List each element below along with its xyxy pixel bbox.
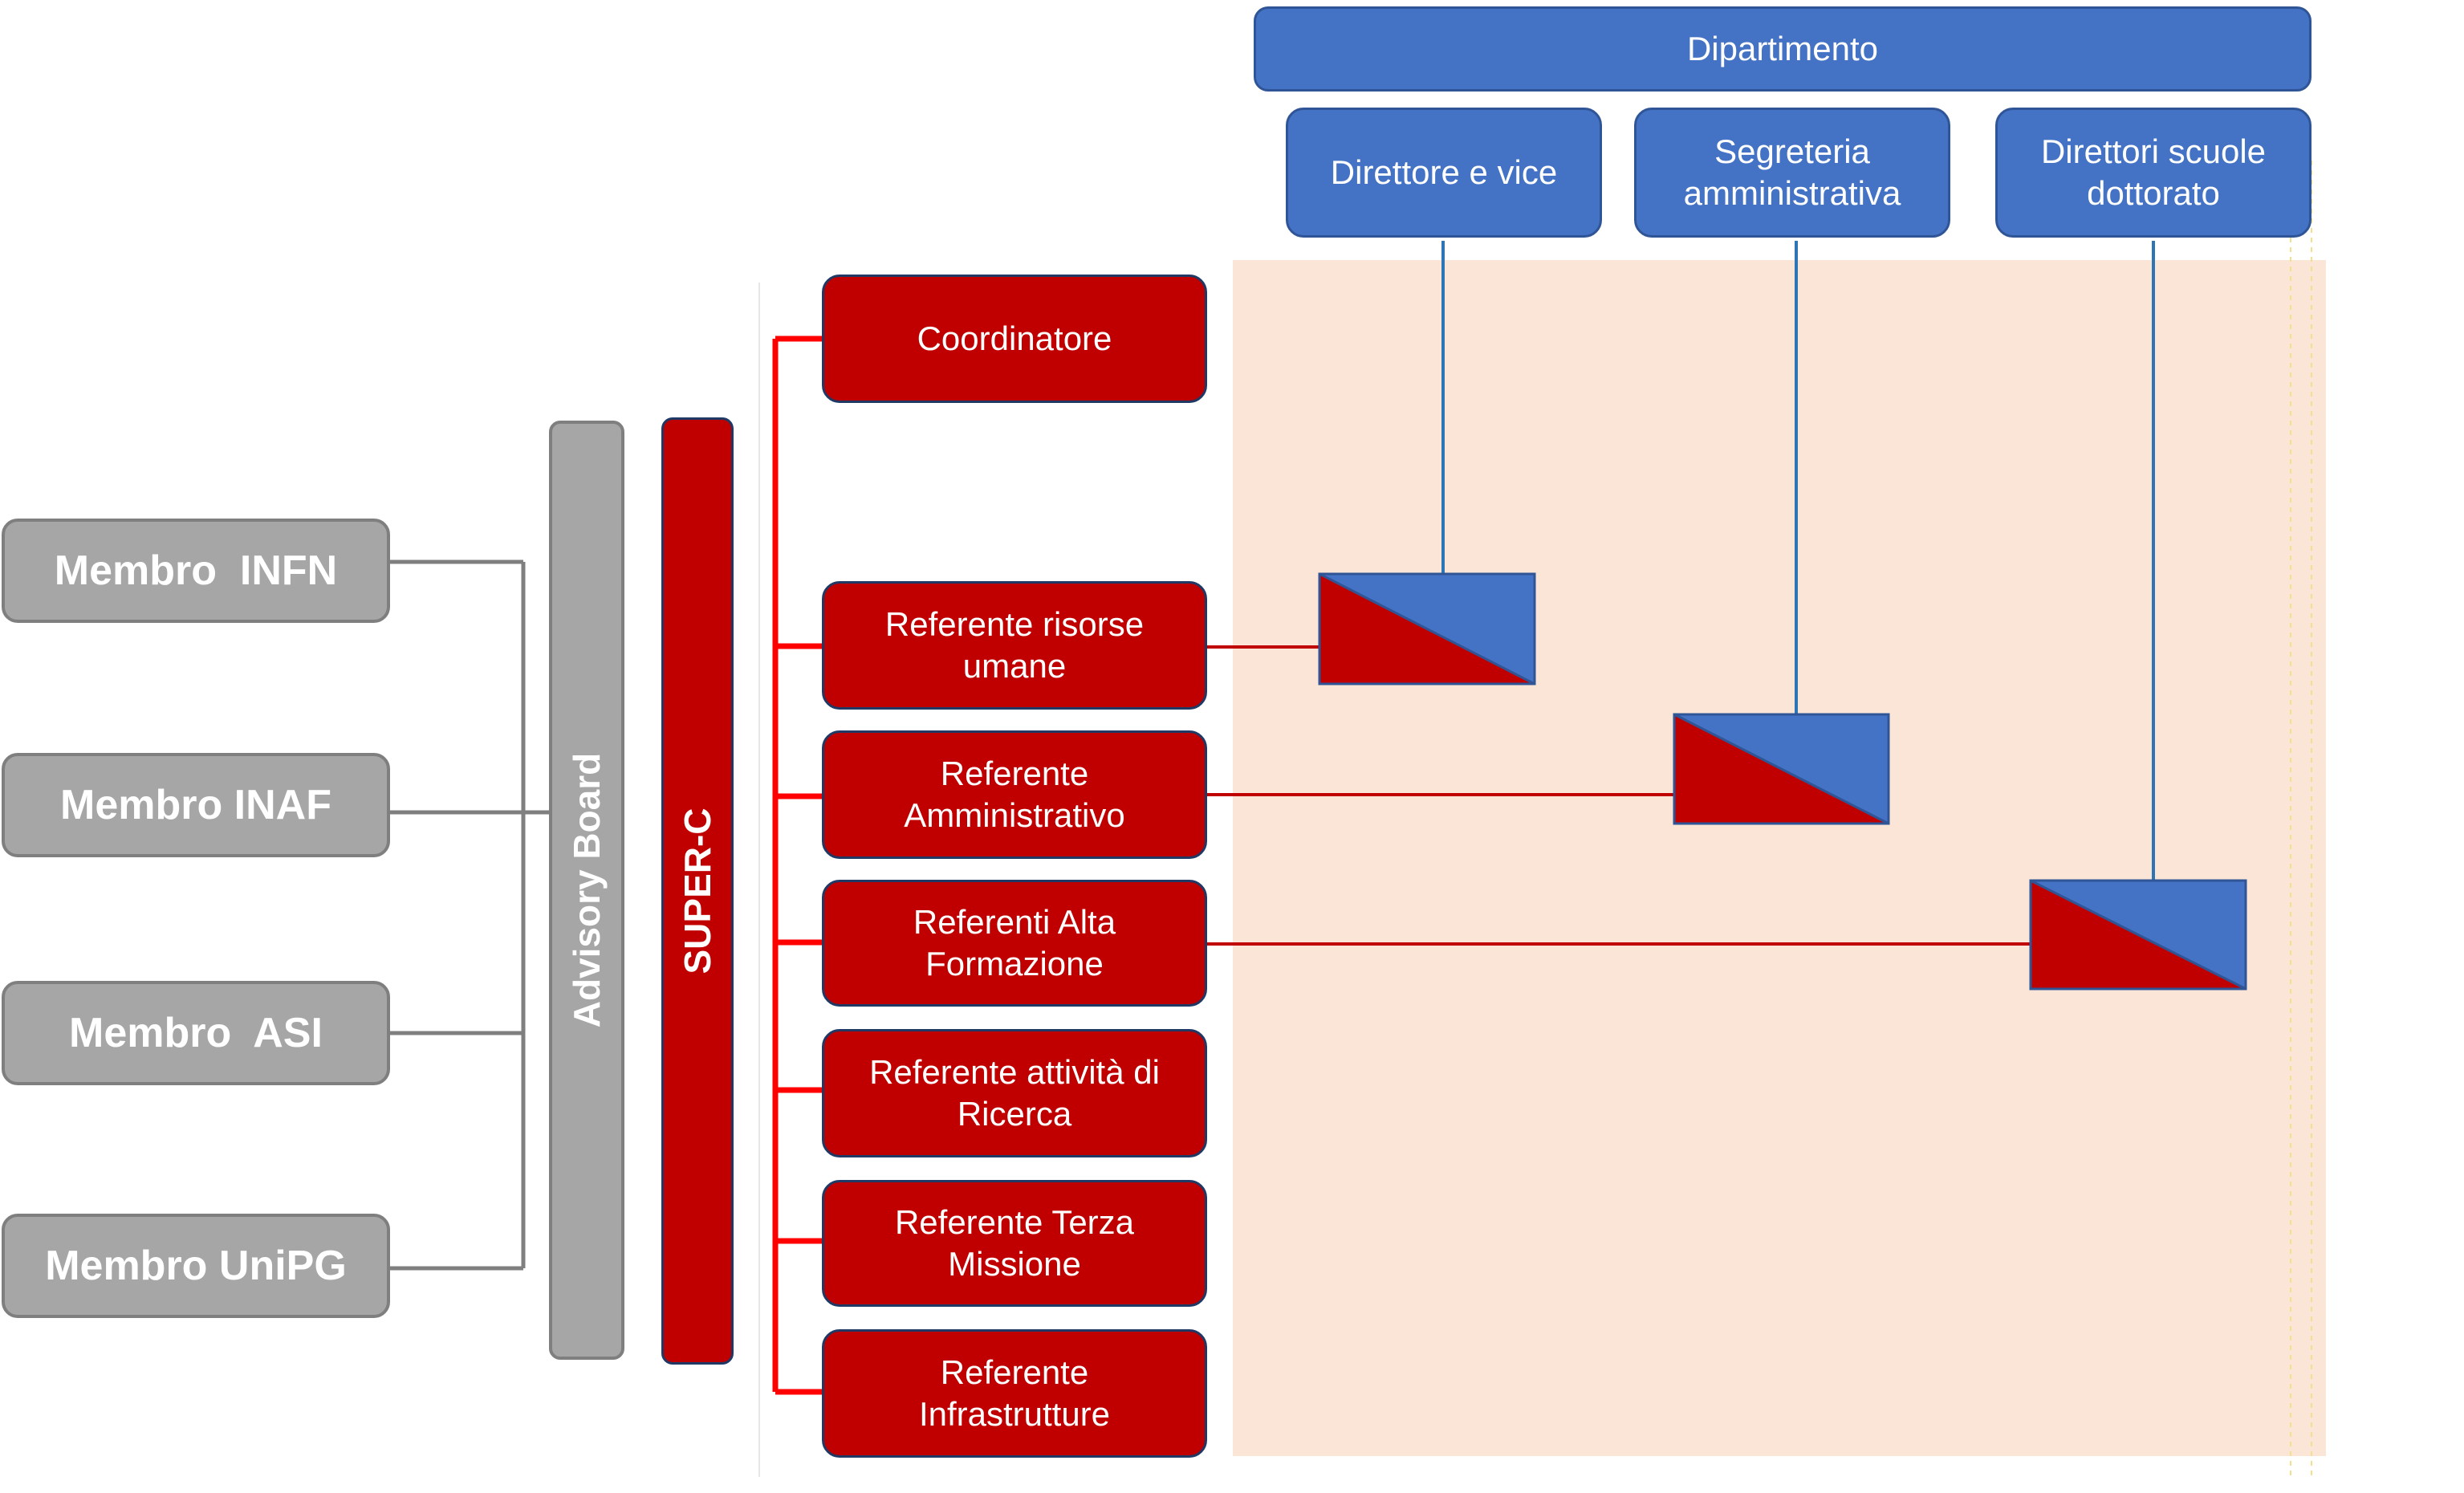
joint-box-amministrativo: [1673, 713, 1890, 825]
unit-direttori-scuole-dottorato: Direttori scuole dottorato: [1995, 108, 2312, 238]
joint-box-alta-formazione: [2029, 879, 2247, 991]
super-c: SUPER-C: [661, 417, 734, 1365]
referent-links: [1207, 645, 2031, 946]
referent-alta-formazione: Referenti Alta Formazione: [822, 880, 1207, 1007]
referent-label: Referenti Alta Formazione: [913, 902, 1116, 983]
referent-infrastrutture: Referente Infrastrutture: [822, 1329, 1207, 1458]
unit-label: Direttore e vice: [1330, 153, 1558, 191]
super-c-label: SUPER-C: [677, 808, 718, 974]
joint-box-risorse-umane: [1318, 572, 1536, 685]
member-inaf: Membro INAF: [2, 753, 390, 857]
referent-terza-missione: Referente Terza Missione: [822, 1180, 1207, 1307]
department-links: [1441, 241, 2155, 881]
member-connectors: [390, 559, 549, 1271]
referent-label: Referente Terza Missione: [894, 1202, 1135, 1283]
member-label: Membro UniPG: [45, 1242, 347, 1289]
referent-attivita-di-ricerca: Referente attività di Ricerca: [822, 1029, 1207, 1157]
member-label: Membro ASI: [69, 1009, 323, 1056]
dipartimento-title: Dipartimento: [1686, 29, 1879, 67]
referent-amministrativo: Referente Amministrativo: [822, 730, 1207, 859]
member-label: Membro INFN: [54, 547, 338, 594]
referent-coordinatore: Coordinatore: [822, 275, 1207, 403]
referent-label: Coordinatore: [917, 319, 1112, 357]
referent-label: Referente Infrastrutture: [918, 1353, 1111, 1434]
advisory-board: Advisory Board: [549, 421, 624, 1360]
referent-label: Referente risorse umane: [884, 604, 1145, 685]
referent-label: Referente Amministrativo: [904, 754, 1125, 835]
unit-label: Segreteria amministrativa: [1683, 132, 1901, 213]
dipartimento-header: Dipartimento: [1254, 6, 2312, 92]
member-label: Membro INAF: [60, 781, 331, 828]
advisory-board-label: Advisory Board: [566, 752, 608, 1028]
unit-direttore-e-vice: Direttore e vice: [1286, 108, 1602, 238]
referent-branch-tree: [772, 336, 823, 1395]
member-asi: Membro ASI: [2, 981, 390, 1085]
referent-label: Referente attività di Ricerca: [869, 1052, 1160, 1133]
unit-label: Direttori scuole dottorato: [2040, 132, 2267, 213]
unit-segreteria-amministrativa: Segreteria amministrativa: [1634, 108, 1950, 238]
member-infn: Membro INFN: [2, 519, 390, 623]
referent-risorse-umane: Referente risorse umane: [822, 581, 1207, 710]
shared-area-background: [1233, 260, 2326, 1456]
member-unipg: Membro UniPG: [2, 1214, 390, 1318]
